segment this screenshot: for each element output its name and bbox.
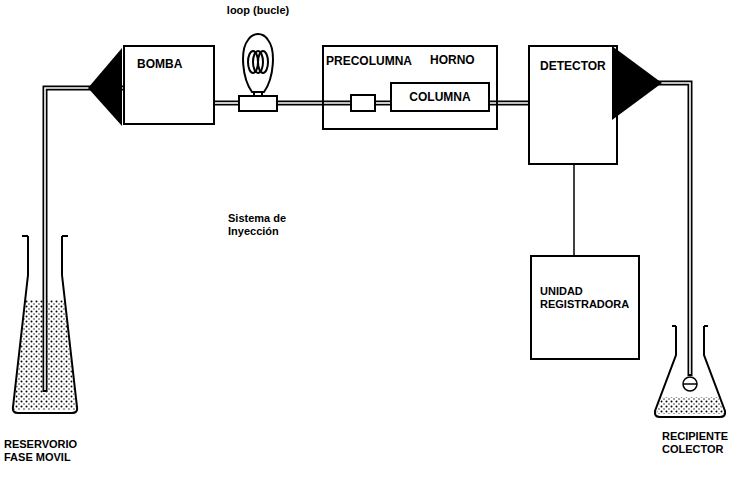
tube-bore (376, 102, 390, 104)
column-box: COLUMNA (390, 82, 490, 112)
flask-label: RESERVORIO FASE MOVIL (4, 438, 92, 464)
flask-label: RECIPIENTE COLECTOR (662, 430, 738, 456)
tube-connector (490, 103, 528, 104)
collector-flask-part (672, 325, 708, 327)
tube-connector (618, 83, 690, 325)
tube-connector (376, 103, 390, 104)
precolumn-label: PRECOLUMNA (326, 54, 412, 68)
tube-wall (376, 101, 390, 106)
loop-label: loop (bucle) (227, 4, 289, 17)
tube-connector (215, 103, 238, 104)
recorder-box: UNIDAD REGISTRADORA (530, 255, 640, 360)
outlet-cone (612, 46, 662, 120)
injection-loop-part (258, 51, 268, 73)
tube-wall (278, 101, 350, 106)
pump-box: BOMBA (123, 45, 215, 125)
inlet-filter-cone (88, 48, 122, 126)
injection-loop: loop (bucle) (238, 28, 278, 112)
injection-loop-part (239, 96, 277, 111)
box-label: BOMBA (137, 57, 182, 71)
oven-label: HORNO (430, 53, 475, 67)
inlet-tube-bore (44, 235, 46, 390)
box-label: DETECTOR (540, 59, 606, 73)
precolumn-box: PRECOLUMNA (350, 94, 376, 112)
outlet-tube-bore (689, 325, 691, 374)
collector-flask-part (655, 326, 725, 417)
collected-liquid (656, 397, 724, 414)
inlet-tube (43, 235, 48, 392)
tube-wall (618, 83, 690, 325)
reservoir-flask: RESERVORIO FASE MOVIL (10, 235, 80, 415)
tube-connector (278, 103, 350, 104)
injection-loop-outline (238, 28, 278, 112)
tube-bore (618, 83, 690, 325)
drop-symbol-line (683, 383, 697, 385)
box-label: UNIDAD REGISTRADORA (540, 285, 629, 311)
reservoir-flask-outline (10, 235, 80, 415)
wire-line (573, 165, 575, 255)
tube-wall (490, 101, 528, 106)
collector-flask-outline (652, 325, 728, 420)
detector-box: DETECTOR (528, 45, 618, 165)
drop-symbol (683, 377, 697, 391)
tube-bore (490, 102, 528, 104)
tube-bore (215, 102, 238, 104)
column-label: COLUMNA (409, 90, 470, 104)
signal-wire (574, 165, 575, 255)
system-label: Sistema de Inyección (228, 212, 308, 238)
collector-flask: RECIPIENTE COLECTOR (652, 325, 728, 420)
outlet-tube (688, 325, 693, 376)
oven-box: PRECOLUMNA COLUMNA HORNO (322, 45, 498, 130)
reservoir-flask-part (13, 236, 77, 413)
tube-bore (278, 102, 350, 104)
injection-loop-part (243, 34, 273, 92)
tube-wall (215, 101, 238, 106)
